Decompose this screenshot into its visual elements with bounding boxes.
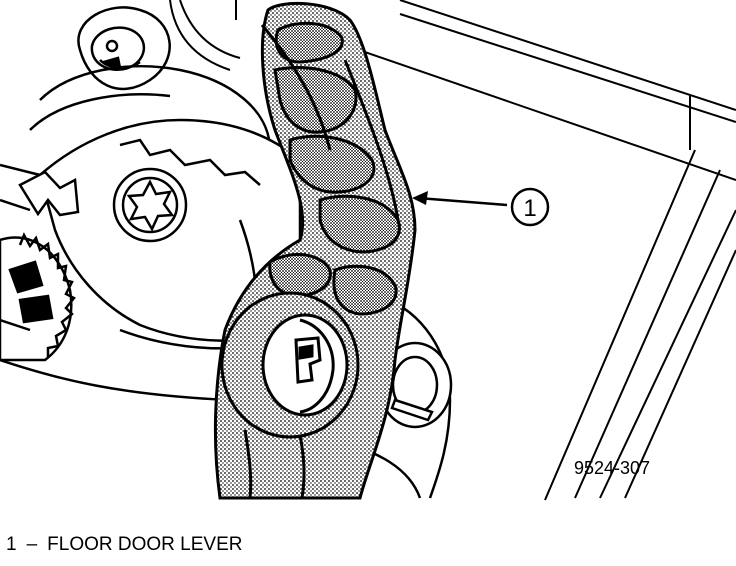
housing-lines <box>169 0 736 501</box>
callout-1: 1 <box>412 187 550 227</box>
figure-id: 9524-307 <box>574 458 651 478</box>
callout-arrowhead <box>412 191 428 205</box>
floor-door-lever <box>213 1 417 500</box>
legend: 1–FLOOR DOOR LEVER <box>6 534 242 556</box>
callout-leader-line <box>417 196 508 207</box>
callout-number: 1 <box>523 195 536 222</box>
torx-screw <box>112 167 188 243</box>
pivot-bushing <box>377 341 453 429</box>
legend-separator: – <box>26 534 38 555</box>
gear-segment <box>0 232 76 362</box>
upper-knob <box>29 6 272 151</box>
callout-circle <box>510 187 550 227</box>
legend-label: FLOOR DOOR LEVER <box>47 534 243 555</box>
legend-number: 1 <box>6 534 17 555</box>
